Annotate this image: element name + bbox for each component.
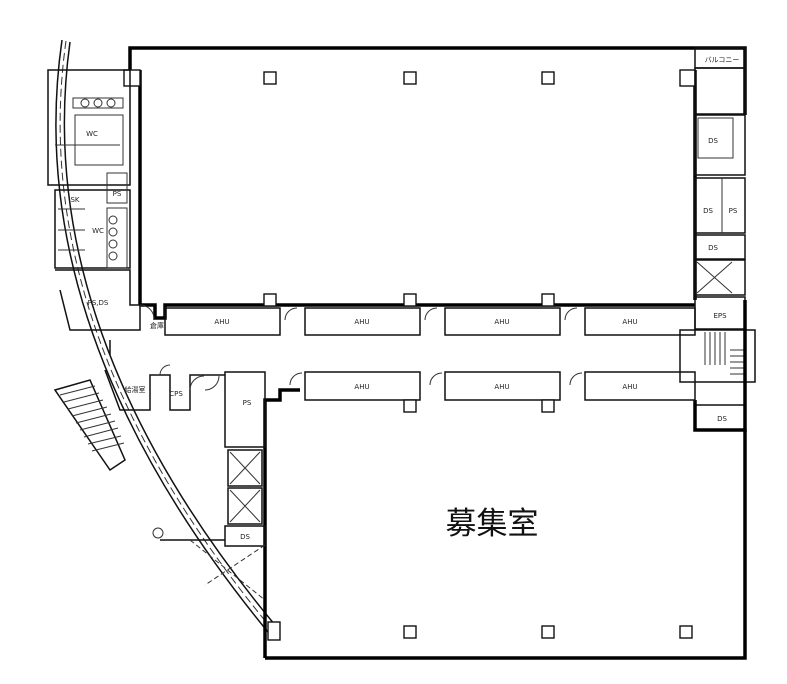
label-eps: EPS bbox=[713, 312, 727, 320]
label-ahu: AHU bbox=[214, 318, 229, 326]
label-ahu: AHU bbox=[622, 318, 637, 326]
label-ds-r1: DS bbox=[708, 137, 718, 145]
label-ps-r2: PS bbox=[729, 207, 738, 215]
column bbox=[403, 71, 417, 85]
label-sk: SK bbox=[70, 196, 79, 204]
label-wc-lower: WC bbox=[92, 227, 104, 235]
label-balcony: バルコニー bbox=[705, 56, 740, 64]
label-ps-ds: PS,DS bbox=[88, 299, 109, 307]
room-labels: バルコニー WC WC SK PS PS,DS 倉庫 給湯室 CPS PS DS… bbox=[70, 56, 739, 542]
label-ahu: AHU bbox=[494, 383, 509, 391]
right-core bbox=[679, 47, 756, 432]
left-core bbox=[47, 69, 266, 601]
label-ds-r2: DS bbox=[703, 207, 713, 215]
staircase-left bbox=[53, 379, 126, 472]
label-ahu: AHU bbox=[354, 383, 369, 391]
ahu-rooms bbox=[164, 293, 696, 413]
label-ahu: AHU bbox=[354, 318, 369, 326]
label-ahu: AHU bbox=[494, 318, 509, 326]
label-wc-upper: WC bbox=[86, 130, 98, 138]
label-ds-r3: DS bbox=[708, 244, 718, 252]
label-ps-small: PS bbox=[113, 190, 122, 198]
curved-facade bbox=[55, 39, 276, 633]
label-kitchenette: 給湯室 bbox=[125, 385, 146, 394]
label-ds-core: DS bbox=[240, 533, 250, 541]
lower-office bbox=[263, 388, 747, 660]
column bbox=[541, 71, 555, 85]
label-storage: 倉庫 bbox=[150, 321, 164, 330]
main-room-label: 募集室 bbox=[446, 506, 539, 542]
label-ahu: AHU bbox=[622, 383, 637, 391]
label-ps-core: PS bbox=[243, 399, 252, 407]
column bbox=[263, 71, 277, 85]
upper-office bbox=[123, 46, 747, 320]
label-cps: CPS bbox=[169, 390, 183, 398]
label-ds-r4: DS bbox=[717, 415, 727, 423]
